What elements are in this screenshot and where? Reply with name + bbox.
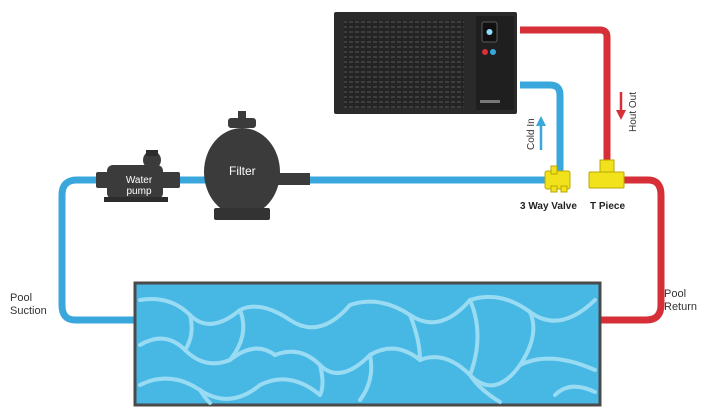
pool-suction-label-line-2: Suction xyxy=(10,305,47,317)
pool-suction-label: Pool Suction xyxy=(10,292,47,318)
pool-water-caustics xyxy=(138,294,597,405)
cold-in-label: Cold In xyxy=(526,118,537,150)
hot-pipe xyxy=(520,26,665,324)
pool-return-label-line-1: Pool xyxy=(664,288,687,300)
flow-arrow-down-icon xyxy=(616,92,626,120)
water-pump-label-line-2: pump xyxy=(126,186,152,197)
sand-filter-icon xyxy=(204,111,310,220)
pool-suction-label-line-1: Pool xyxy=(10,292,33,304)
water-pump-label-line-1: Water xyxy=(125,175,153,186)
t-piece-icon xyxy=(588,159,625,189)
water-pump-label: Water pump xyxy=(124,175,154,197)
t-piece-label: T Piece xyxy=(590,201,626,212)
flow-arrow-up-icon xyxy=(536,116,546,150)
cold-pipe xyxy=(58,81,564,324)
water-pump-icon xyxy=(96,150,180,202)
filter-label: Filter xyxy=(229,164,256,178)
hot-out-label: Hout Out xyxy=(628,91,639,132)
valve-label: 3 Way Valve xyxy=(520,201,577,212)
pool-return-label: Pool Return xyxy=(664,288,697,314)
heat-pump-icon xyxy=(334,12,517,114)
pool-return-label-line-2: Return xyxy=(664,301,698,313)
three-way-valve-icon xyxy=(544,165,571,193)
pool xyxy=(133,281,602,407)
